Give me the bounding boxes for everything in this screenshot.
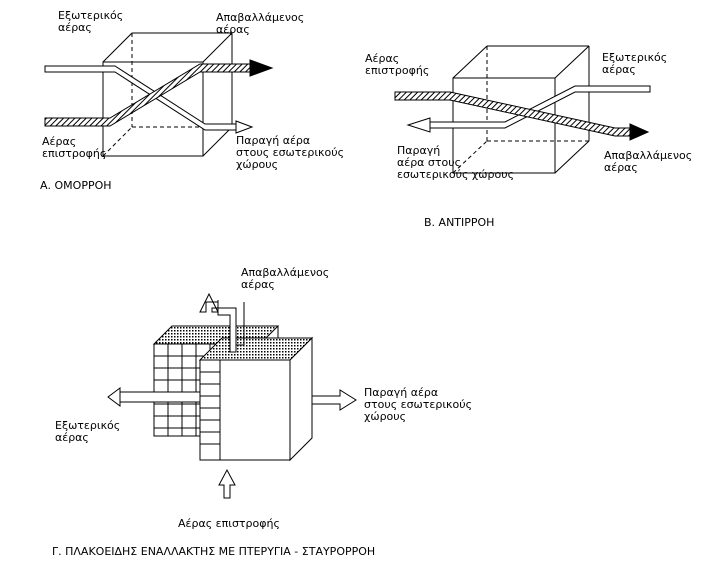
exhaust-arrow-a	[250, 60, 272, 76]
exhaust-arrow-b	[630, 124, 648, 140]
cube-a	[103, 33, 232, 156]
return-air-arrow-c	[219, 470, 235, 498]
caption-c: Γ. ΠΛΑΚΟΕΙΔΗΣ ΕΝΑΛΛΑΚΤΗΣ ΜΕ ΠΤΕΡΥΓΙΑ - Σ…	[52, 546, 375, 558]
caption-b: Β. ΑΝΤΙΡΡΟΗ	[424, 217, 494, 229]
cross-flow-exchanger	[108, 294, 356, 498]
supply-arrow-c	[312, 390, 356, 410]
supply-arrow-a	[236, 121, 252, 133]
caption-a: Α. ΟΜΟΡΡΟΗ	[40, 180, 112, 192]
label-return-air-c: Αέρας επιστροφής	[178, 518, 280, 530]
outside-air-arrow-c	[120, 392, 200, 402]
supply-arrow-b	[408, 118, 430, 132]
